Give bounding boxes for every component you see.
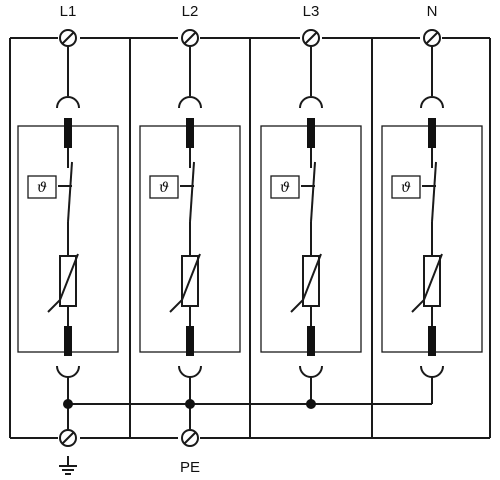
pole-n: N ϑ (381, 3, 483, 404)
plug-contact-top (299, 96, 323, 109)
plug-contact-top (420, 96, 444, 109)
pole-label: L1 (60, 3, 77, 20)
ground-icon (59, 456, 77, 475)
plug-contact-top (178, 96, 202, 109)
pole-l1: L1 ϑ (17, 3, 119, 430)
varistor-icon (169, 253, 201, 313)
pole-label: L3 (303, 3, 320, 20)
thermal-fuse-box (149, 175, 179, 199)
terminal-icon (181, 29, 199, 47)
junction-dot (63, 399, 73, 409)
thermal-switch (189, 161, 195, 223)
varistor-icon (290, 253, 322, 313)
fuse-bar-bottom (186, 326, 194, 356)
fuse-bar-bottom (428, 326, 436, 356)
plug-contact-bottom (420, 365, 444, 378)
thermal-switch (310, 161, 316, 223)
bottom-terminal-pe: PE (180, 429, 200, 476)
fuse-bar-top (428, 118, 436, 148)
terminal-icon (59, 429, 77, 447)
fuse-bar-top (307, 118, 315, 148)
module-outlines (9, 37, 491, 439)
pole-label: N (427, 3, 438, 20)
bottom-terminal-ground (59, 429, 77, 475)
plug-contact-top (56, 96, 80, 109)
thermal-symbol: ϑ (37, 180, 47, 196)
thermal-symbol: ϑ (401, 180, 411, 196)
pole-label: L2 (182, 3, 199, 20)
fuse-bar-bottom (307, 326, 315, 356)
varistor-icon (411, 253, 443, 313)
plug-contact-bottom (56, 365, 80, 378)
pole-l2: L2 ϑ (139, 3, 241, 430)
thermal-switch (431, 161, 437, 223)
fuse-bar-top (64, 118, 72, 148)
terminal-icon (302, 29, 320, 47)
pe-label: PE (180, 459, 200, 476)
thermal-symbol: ϑ (159, 180, 169, 196)
plug-contact-bottom (299, 365, 323, 378)
junction-dot (185, 399, 195, 409)
thermal-fuse-box (270, 175, 300, 199)
thermal-fuse-box (27, 175, 57, 199)
pole-l3: L3 ϑ (260, 3, 362, 409)
thermal-fuse-box (391, 175, 421, 199)
thermal-symbol: ϑ (280, 180, 290, 196)
varistor-icon (47, 253, 79, 313)
thermal-switch (67, 161, 73, 223)
junction-dot (306, 399, 316, 409)
terminal-icon (181, 429, 199, 447)
terminal-icon (423, 29, 441, 47)
fuse-bar-top (186, 118, 194, 148)
terminal-icon (59, 29, 77, 47)
fuse-bar-bottom (64, 326, 72, 356)
plug-contact-bottom (178, 365, 202, 378)
